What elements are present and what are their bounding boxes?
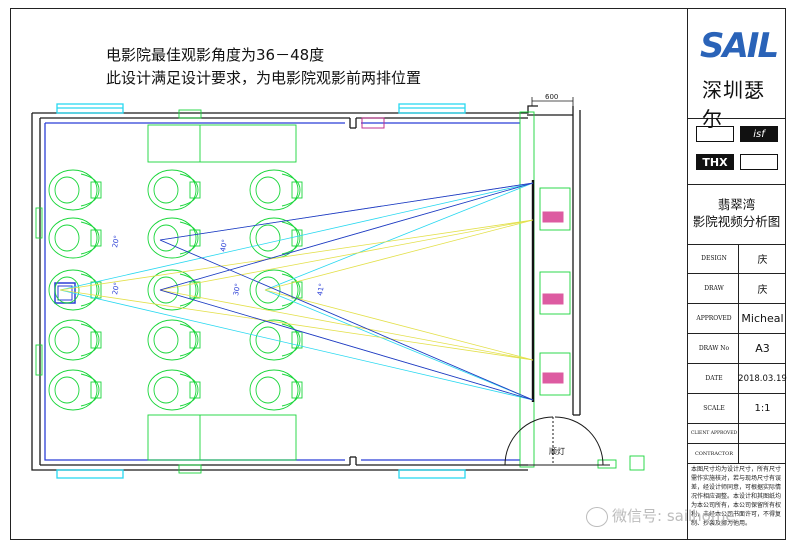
seat [147, 369, 201, 411]
sight-line [159, 219, 534, 291]
row-design: DESIGN 庆 [688, 244, 785, 274]
wechat-icon [586, 506, 608, 527]
row-client-approved: CLIENT APPROVED [688, 424, 785, 444]
seat [249, 169, 303, 211]
note-line-2: 此设计满足设计要求，为电影院观影前两排位置 [106, 69, 422, 87]
drawing-title: 翡翠湾 影院视频分析图 [688, 184, 785, 245]
angle-label: 20° [111, 282, 121, 296]
cedia-logo [696, 126, 734, 142]
seat [147, 269, 201, 311]
seat [249, 369, 303, 411]
speakers [542, 211, 564, 384]
seat [48, 319, 102, 361]
company-logo: SAIL 深圳瑟尔 [688, 8, 785, 131]
row-scale: SCALE 1:1 [688, 394, 785, 424]
seat [48, 269, 102, 311]
sight-line [59, 219, 534, 291]
seat [48, 369, 102, 411]
row-date: DATE 2018.03.19 [688, 364, 787, 394]
sight-line [264, 182, 534, 291]
angle-label: 20° [111, 235, 121, 249]
entry-door [498, 416, 610, 466]
sight-line [159, 182, 534, 241]
sight-line [159, 289, 534, 361]
row-approved: APPROVED Micheal [688, 304, 785, 334]
cinema-floor-plan: 600 [31, 93, 645, 479]
sight-line [264, 289, 534, 401]
sight-line [159, 289, 534, 401]
angle-label: 40° [219, 239, 229, 253]
note-line-1: 电影院最佳观影角度为36－48度 [106, 46, 325, 64]
project-name: 翡翠湾 [717, 197, 756, 212]
drawing-name: 影院视频分析图 [692, 214, 781, 229]
seat [48, 169, 102, 211]
company-name: 深圳瑟尔 [702, 78, 765, 131]
certifications: isf THX [688, 118, 785, 185]
sight-line [159, 182, 534, 291]
row-draw-no: DRAW No A3 [688, 334, 785, 364]
angle-label: 30° [232, 283, 242, 297]
thx-logo: THX [696, 154, 734, 170]
seat [147, 319, 201, 361]
sail-logo-text: SAIL [700, 26, 779, 66]
sight-line [59, 289, 534, 401]
projector-marker [361, 117, 385, 129]
sight-line [264, 289, 534, 361]
drawing-frame [10, 8, 786, 540]
wechat-watermark: 微信号: sailhome [586, 505, 735, 527]
sight-line [59, 182, 534, 291]
haa-logo [740, 154, 778, 170]
row-contractor: CONTRACTOR [688, 444, 785, 464]
wall-windows [56, 103, 466, 479]
row-draw: DRAW 庆 [688, 274, 785, 304]
isf-logo: isf [740, 126, 778, 142]
sight-line [159, 239, 534, 401]
door-label: 顺灯 [549, 446, 565, 456]
disclaimer-text: 本图尺寸均为设计尺寸，所有尺寸需作实施核对，若与现场尺寸有误差，经设计师同意，可… [691, 466, 782, 527]
angle-label: 41° [316, 283, 326, 297]
seat [147, 217, 201, 259]
sight-line [264, 219, 534, 291]
title-block: SAIL 深圳瑟尔 isf THX 翡翠湾 影院视频分析图 DESIGN 庆 D… [687, 8, 787, 540]
sight-lines [59, 182, 534, 401]
dimension-text: 600 [545, 93, 558, 101]
seat [249, 319, 303, 361]
seat [147, 169, 201, 211]
seat [48, 217, 102, 259]
dimension-600 [531, 97, 574, 106]
sight-line [59, 289, 534, 361]
seat-rows [48, 169, 303, 411]
seat [249, 217, 303, 259]
